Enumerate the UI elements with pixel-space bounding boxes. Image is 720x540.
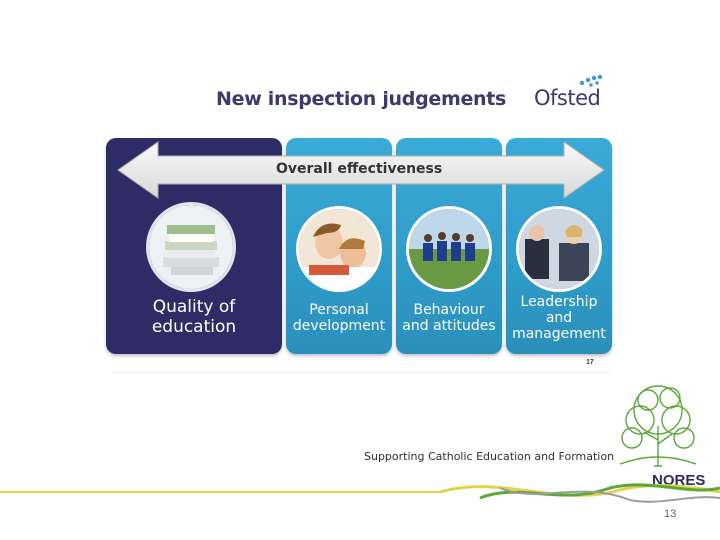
tree-logo xyxy=(619,385,697,467)
judgement-label-quality-of-education: Quality of education xyxy=(151,297,237,337)
judgement-label-leadership-and-management: Leadership and management xyxy=(512,294,606,343)
judgements-graphic: Overall effectiveness xyxy=(106,138,614,356)
overall-effectiveness-label: Overall effectiveness xyxy=(276,161,443,177)
judgement-label-personal-development: Personal development xyxy=(292,302,386,335)
decorative-swoosh xyxy=(0,483,720,503)
children-writing-photo xyxy=(296,206,382,292)
page-number: 13 xyxy=(664,508,677,520)
tagline: Supporting Catholic Education and Format… xyxy=(364,450,615,463)
meeting-photo xyxy=(516,206,602,292)
ofsted-logo: Ofsted xyxy=(534,74,608,114)
overall-effectiveness-arrow xyxy=(117,141,605,199)
ofsted-logo-text: Ofsted xyxy=(534,86,601,110)
divider xyxy=(112,372,610,373)
stars-icon xyxy=(579,74,603,87)
sports-team-photo xyxy=(406,206,492,292)
slide-image-title: New inspection judgements xyxy=(216,88,507,110)
books-photo xyxy=(146,202,236,292)
judgement-label-behaviour-and-attitudes: Behaviour and attitudes xyxy=(402,302,496,335)
image-page-marker: 17 xyxy=(586,359,594,366)
